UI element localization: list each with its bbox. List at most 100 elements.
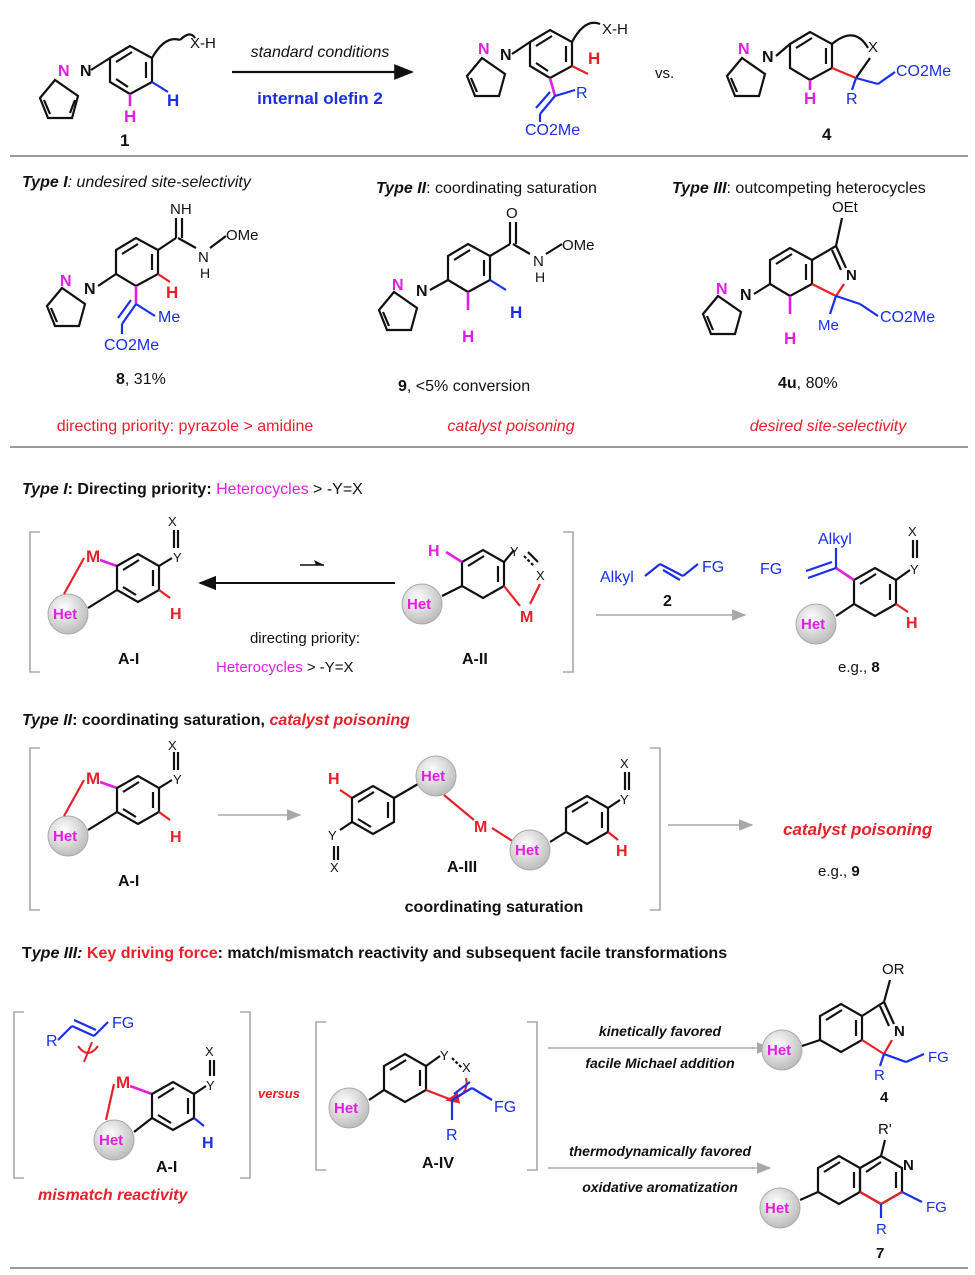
section3-heading: Type III: Key driving force: match/misma… [22, 945, 727, 962]
x-label: X [620, 756, 629, 771]
n-label: N [58, 63, 70, 80]
bracket-right [563, 531, 574, 673]
r-prime-label: R' [878, 1121, 892, 1138]
type1-heading: Type I: undesired site-selectivity [22, 174, 252, 191]
n-label: N [392, 277, 404, 294]
vs-label: vs. [655, 65, 674, 82]
michael-label: facile Michael addition [585, 1055, 734, 1071]
h-label: H [804, 89, 816, 108]
r-label: R [874, 1067, 885, 1084]
note-type3: desired site-selectivity [750, 418, 908, 435]
h-label: H [462, 327, 474, 346]
reagent-number: 2 [663, 593, 672, 610]
y-label: Y [620, 792, 629, 807]
n-label: N [716, 281, 728, 298]
section2-heading: Type II: coordinating saturation, cataly… [22, 712, 410, 729]
r-label: R [446, 1127, 458, 1144]
h-label: H [535, 269, 545, 285]
a-i-label: A-I [118, 873, 139, 890]
alkyl-label: Alkyl [818, 531, 852, 548]
h-label: H [166, 283, 178, 302]
x-label: X [536, 568, 545, 583]
ester-label: CO2Me [104, 337, 159, 354]
x-label: X [168, 514, 177, 529]
h-label: H [202, 1135, 214, 1152]
x-label: X [205, 1044, 214, 1059]
intermediate-a-iii: H Y X Het M Het Y [328, 755, 631, 916]
compound-number: 4 [822, 125, 832, 144]
h-label: H [510, 303, 522, 322]
compound-4u: N N OEt N H Me CO2Me 4u, 80% [701, 199, 935, 392]
x-label: X [330, 860, 339, 875]
h-label: H [167, 91, 179, 110]
bracket-left [29, 531, 40, 673]
ome-label: OMe [562, 237, 595, 254]
n-label: N [500, 47, 512, 64]
compound-9: N N O N H OMe H H 9, <5% conversion [377, 205, 595, 395]
caption-9: 9, <5% conversion [398, 378, 530, 395]
n-label: N [84, 281, 96, 298]
metal-label: M [520, 609, 533, 626]
kinetic-label: kinetically favored [599, 1023, 722, 1039]
y-label: Y [910, 562, 919, 577]
n-label: N [478, 41, 490, 58]
priority-text: directing priority: [250, 630, 360, 647]
a-iv-label: A-IV [422, 1155, 454, 1172]
n-label: N [198, 249, 209, 266]
intermediate-a-ii: Het H Y X M A-II [401, 543, 545, 668]
het-label: Het [767, 1042, 791, 1059]
het-label: Het [765, 1200, 789, 1217]
compound-8: N N NH N H OMe H Me CO2Me 8, 31% [45, 201, 259, 388]
n-label: N [416, 283, 428, 300]
versus-label: versus [258, 1086, 300, 1101]
h-label: H [906, 615, 918, 632]
section1-heading: Type I: Directing priority: Heterocycles… [22, 481, 363, 498]
section-type2: Type II: coordinating saturation, cataly… [22, 712, 933, 916]
y-label: Y [328, 828, 337, 843]
metal-label: M [86, 547, 100, 566]
note-type1: directing priority: pyrazole > amidine [57, 418, 314, 435]
section-type3: Type III: Key driving force: match/misma… [13, 945, 949, 1262]
het-label: Het [53, 606, 77, 623]
h-label: H [616, 843, 628, 860]
eg-8: e.g., 8 [838, 659, 880, 676]
product-olefin: N N X-H H R CO2Me [465, 21, 628, 139]
h-label: H [124, 107, 136, 126]
reagent-label: internal olefin 2 [257, 89, 383, 108]
section-type1: Type I: Directing priority: Heterocycles… [22, 481, 919, 676]
y-label: Y [206, 1078, 215, 1093]
xh-label: X-H [602, 21, 628, 38]
bracket-left [13, 1011, 24, 1179]
saturation-label: coordinating saturation [405, 899, 584, 916]
fg-label: FG [760, 561, 782, 578]
compound-4-generic: N N X H R CO2Me 4 [725, 30, 951, 144]
intermediate-a-i: Het M Y X H A-I [47, 514, 182, 668]
y-label: Y [440, 1048, 449, 1063]
conditions-label: standard conditions [251, 44, 390, 61]
me-label: Me [158, 309, 180, 326]
y-label: Y [510, 544, 519, 559]
oxidation-label: oxidative aromatization [582, 1179, 738, 1195]
het-label: Het [407, 596, 431, 613]
h-label: H [784, 329, 796, 348]
metal-label: M [474, 819, 487, 836]
het-label: Het [515, 842, 539, 859]
bracket-right [527, 1021, 538, 1171]
caption-8: 8, 31% [116, 371, 166, 388]
h-label: H [170, 829, 182, 846]
xh-label: X-H [190, 35, 216, 52]
product-4: Het OR N R FG 4 [761, 961, 949, 1106]
fg-label: FG [928, 1049, 949, 1066]
product-e-g-8: Het Alkyl FG Y X H e.g., 8 [760, 524, 919, 676]
reagent-2: Alkyl FG 2 [596, 559, 747, 621]
fg-label: FG [926, 1199, 947, 1216]
metal-label: M [116, 1073, 130, 1092]
top-reaction: N N X-H H H 1 standard conditions intern… [38, 21, 951, 150]
x-label: X [908, 524, 917, 539]
compound-1: N N X-H H H 1 [38, 33, 216, 150]
product-number: 4 [880, 1089, 889, 1106]
me-label: Me [818, 317, 839, 334]
caption-4u: 4u, 80% [778, 375, 838, 392]
het-label: Het [421, 768, 445, 785]
